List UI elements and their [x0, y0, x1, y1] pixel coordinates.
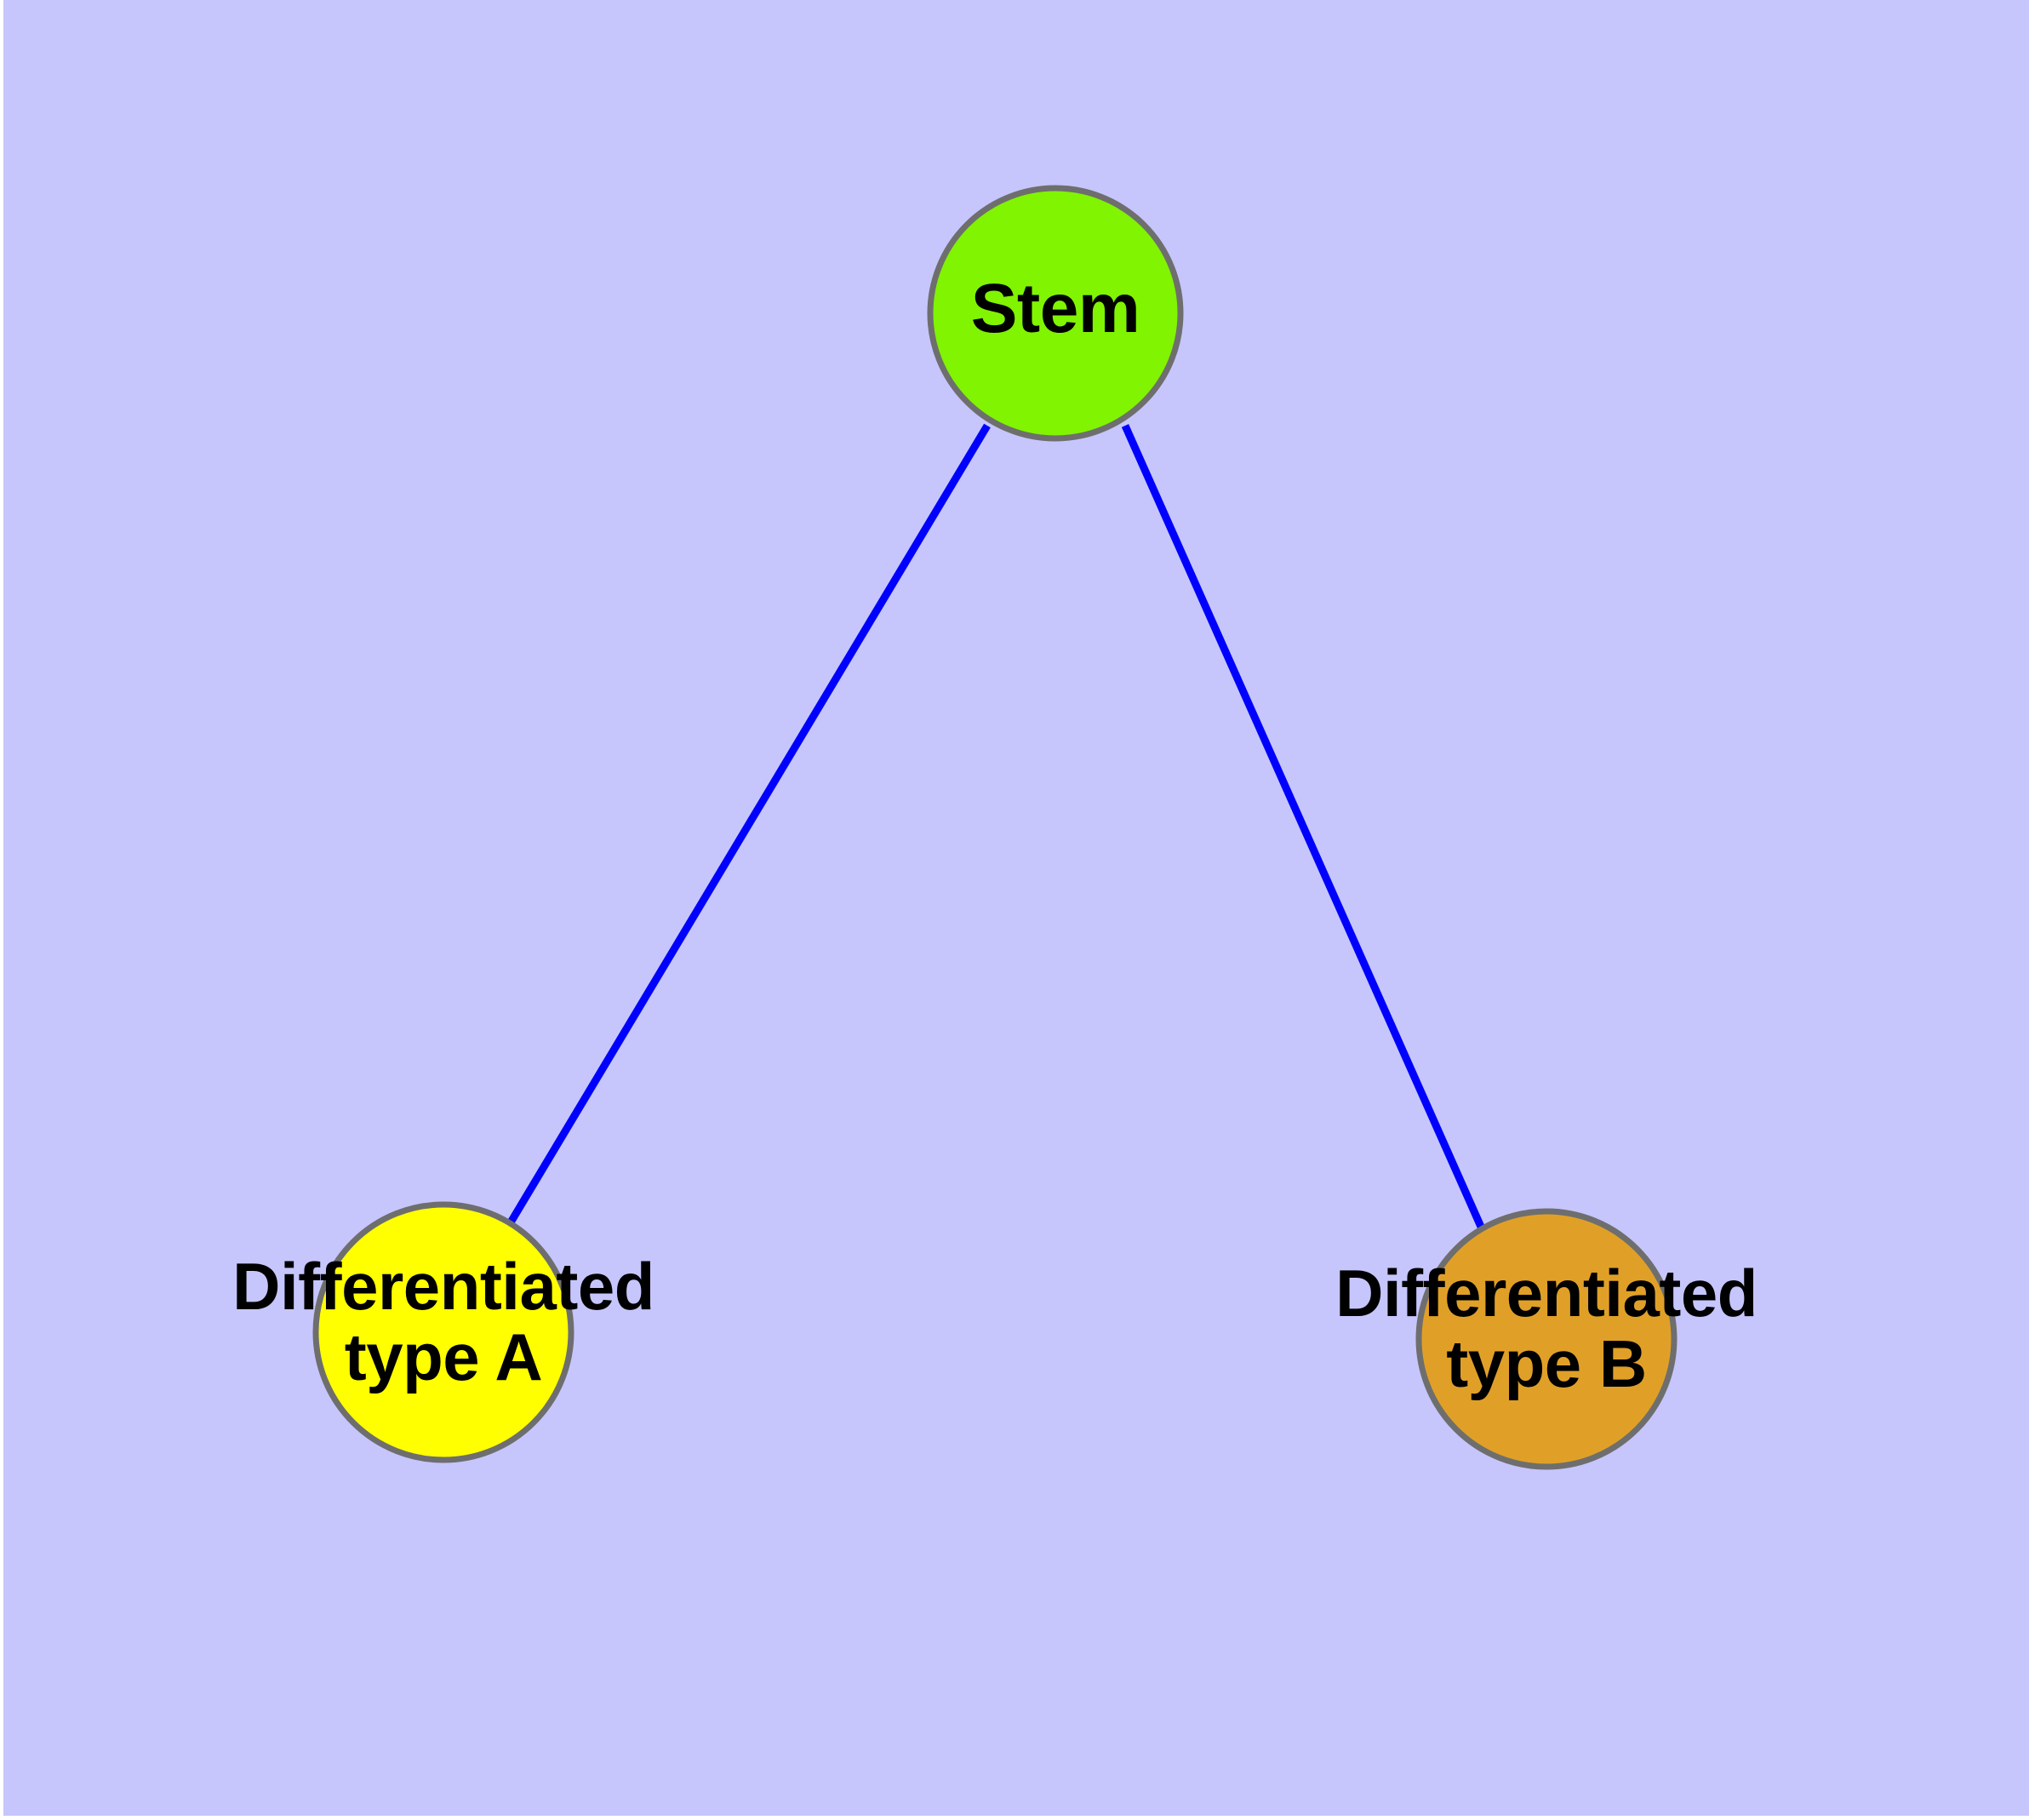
edge-stem-to-diff-a	[507, 423, 991, 1225]
node-differentiated-type-a[interactable]	[312, 1201, 574, 1463]
node-stem[interactable]	[927, 185, 1184, 442]
edge-layer	[507, 423, 1485, 1228]
edge-stem-to-diff-b	[1121, 424, 1485, 1228]
node-layer	[312, 185, 1677, 1470]
node-differentiated-type-b[interactable]	[1415, 1208, 1677, 1470]
